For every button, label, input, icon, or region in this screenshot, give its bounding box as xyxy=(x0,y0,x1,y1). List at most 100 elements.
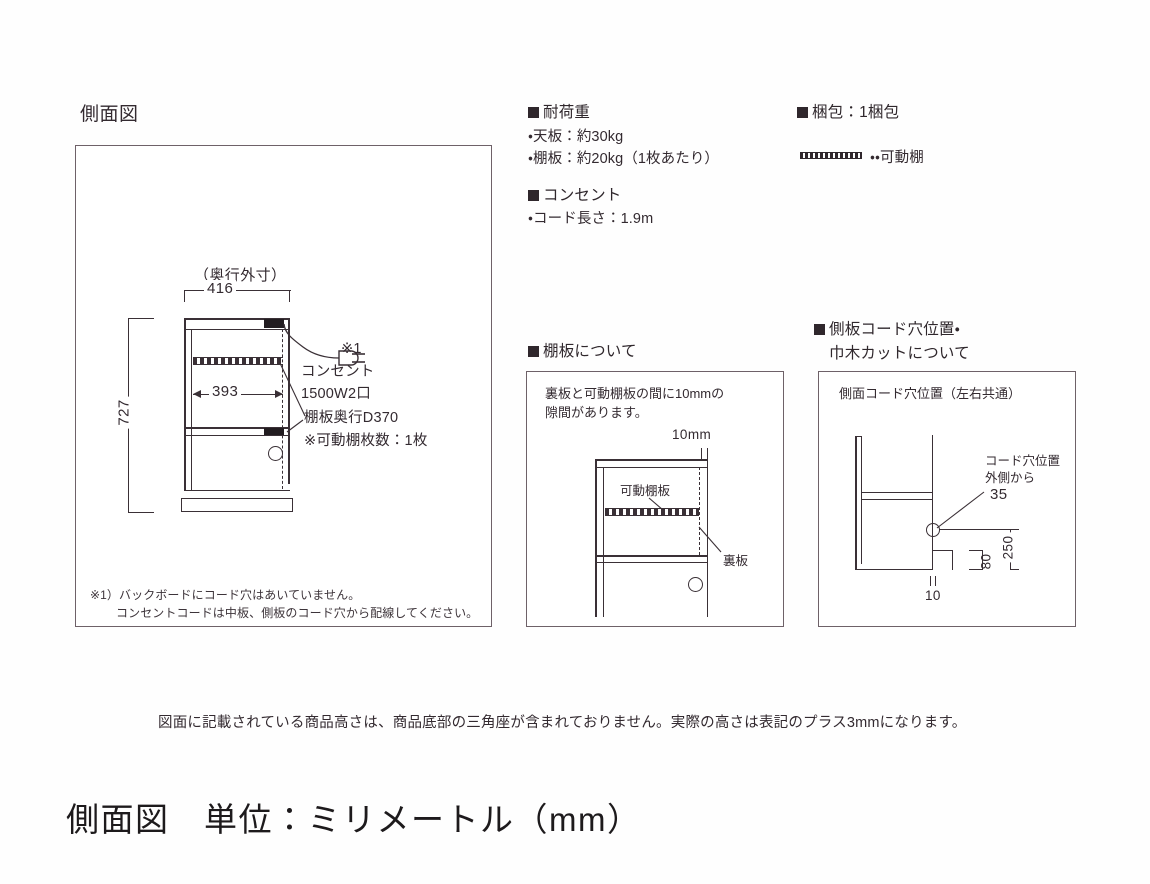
cord-hole-callout-leader xyxy=(936,491,985,529)
bullet-square-icon xyxy=(814,324,825,335)
shelf-detail-left-outer xyxy=(595,459,597,617)
shelf-detail-panel: 裏板と可動棚板の間に10mmの 隙間があります。 10mm 可動棚板 裏板 xyxy=(526,371,784,627)
cord-hole-panel-heading-line2: 巾木カットについて xyxy=(829,345,970,362)
bullet-square-icon xyxy=(797,107,808,118)
dim-80-value: 80 xyxy=(978,553,994,570)
cabinet-left-inner xyxy=(191,329,193,491)
cord-hole-panel-heading: 側板コード穴位置・ xyxy=(814,320,960,341)
cord-hole-side-board-top xyxy=(855,436,862,438)
adjustable-shelf xyxy=(193,357,283,365)
back-board-label: 裏板 xyxy=(723,554,749,568)
cord-hole-shelf-top xyxy=(861,492,933,494)
side-view-footnote-line2: コンセントコードは中板、側板のコード穴から配線してください。 xyxy=(116,606,479,620)
depth-dim-line xyxy=(184,290,291,292)
plinth-top xyxy=(181,498,293,500)
shelf-panel-heading: 棚板について xyxy=(528,342,637,363)
plinth-bottom xyxy=(181,511,293,513)
dim-10-value: 10 xyxy=(925,588,941,603)
cabinet-top-inner-edge xyxy=(184,329,290,331)
cord-hole-note: 側面コード穴位置（左右共通） xyxy=(839,386,1022,401)
height-dim-value: 727 xyxy=(115,396,133,429)
outlet-spec-heading: コンセント xyxy=(528,186,622,207)
cabinet-right-outer xyxy=(288,318,290,484)
side-view-panel: （奥行外寸） 416 393 xyxy=(75,145,492,627)
plug-marker-label: ※1 xyxy=(341,341,362,357)
lower-bottom-edge xyxy=(184,490,290,492)
middle-board-top xyxy=(184,427,290,429)
cord-hole-notch-left xyxy=(932,550,934,570)
dim-250-tick-bottom xyxy=(1010,569,1019,571)
bottom-title: 側面図 単位：ミリメートル（mm） xyxy=(66,801,642,838)
cord-hole-shelf-bottom xyxy=(861,499,933,501)
gap-dim-tick-right xyxy=(707,448,709,459)
cord-hole-extension-line xyxy=(939,529,1012,531)
packaging-heading: 梱包：1梱包 xyxy=(797,103,899,124)
shelf-count-label: ※可動棚枚数：1枚 xyxy=(304,433,428,449)
back-board-leader xyxy=(698,526,722,553)
load-capacity-item-1: ・棚板：約20kg（1枚あたり） xyxy=(528,151,720,167)
lower-right-outer xyxy=(288,435,290,484)
cord-hole-callout-line2: 外側から xyxy=(985,471,1036,485)
outlet-spec-item-0: ・コード長さ：1.9m xyxy=(528,211,654,227)
lower-left-outer xyxy=(184,435,186,491)
gap-dim-label: 10mm xyxy=(672,427,712,442)
cord-hole-panel: 側面コード穴位置（左右共通） 250 80 10 xyxy=(818,371,1076,627)
depth-dim-value: 416 xyxy=(204,280,237,297)
movable-shelf-leader xyxy=(648,497,664,511)
dim-80-tick-top xyxy=(969,550,983,552)
depth-dim-tick-left xyxy=(184,290,186,302)
side-view-footnote-line1: ※1）バックボードにコード穴はあいていません。 xyxy=(90,588,361,602)
height-dim-tick-top xyxy=(128,318,154,320)
shelf-detail-middle-board-bottom xyxy=(595,562,708,564)
shelf-detail-left-inner xyxy=(603,467,605,617)
shelf-detail-top-board xyxy=(595,459,708,461)
page-title: 側面図 xyxy=(80,104,139,125)
dim-10-tick-right xyxy=(935,576,937,586)
shelf-detail-cord-hole xyxy=(688,577,703,592)
dim-250-value: 250 xyxy=(1000,532,1016,563)
bullet-square-icon xyxy=(528,107,539,118)
shelf-detail-top-board-inner xyxy=(595,467,708,469)
movable-shelf-label: 可動棚板 xyxy=(620,484,671,498)
shelf-note-line1: 裏板と可動棚板の間に10mmの xyxy=(545,386,725,401)
load-capacity-item-0: ・天板：約30kg xyxy=(528,129,624,145)
gap-dim-tick-left xyxy=(701,448,703,459)
bullet-square-icon xyxy=(528,190,539,201)
cabinet-top-edge xyxy=(184,318,290,320)
bullet-square-icon xyxy=(528,346,539,357)
cord-hole-callout-value: 35 xyxy=(990,486,1008,503)
cord-hole-side-board-outer xyxy=(855,436,857,570)
height-dim-tick-bottom xyxy=(128,512,154,514)
dim-80-line xyxy=(982,550,984,570)
outlet-label-line2: 1500W2口 xyxy=(301,386,371,402)
shelf-depth-label: 棚板奥行D370 xyxy=(304,410,399,426)
cord-hole-vertical-edge xyxy=(932,435,934,570)
outlet-fitting-middle xyxy=(264,428,284,435)
inner-width-arrow-right xyxy=(275,390,283,398)
inner-width-value: 393 xyxy=(209,383,242,400)
shelf-detail-middle-board-top xyxy=(595,555,708,557)
shelf-detail-right-outer xyxy=(707,459,709,617)
load-capacity-heading: 耐荷重 xyxy=(528,103,590,124)
adjustable-shelf-legend-icon xyxy=(800,152,862,159)
inner-width-arrow-left xyxy=(193,390,201,398)
cabinet-left-outer xyxy=(184,318,186,491)
shelf-leader-lines xyxy=(278,360,306,433)
cord-hole-callout-line1: コード穴位置 xyxy=(985,454,1061,468)
outlet-label-line1: コンセント xyxy=(301,364,375,380)
cord-hole-notch-top xyxy=(932,550,953,552)
plinth-left xyxy=(181,498,183,512)
depth-caption: （奥行外寸） xyxy=(194,267,287,284)
packaging-legend-label: ・・可動棚 xyxy=(870,150,924,166)
cord-hole-circle xyxy=(268,446,283,461)
back-board-dashed-line xyxy=(282,329,283,489)
outlet-fitting-top xyxy=(264,319,284,328)
shelf-detail-movable-shelf xyxy=(605,508,699,516)
dim-250-tick-top xyxy=(1010,529,1019,531)
power-cord-svg xyxy=(283,323,365,366)
plinth-right xyxy=(292,498,294,512)
shelf-detail-back-board-dashed xyxy=(699,467,700,555)
cord-hole-notch-right xyxy=(952,550,954,570)
cord-hole-bottom-line xyxy=(855,569,933,571)
